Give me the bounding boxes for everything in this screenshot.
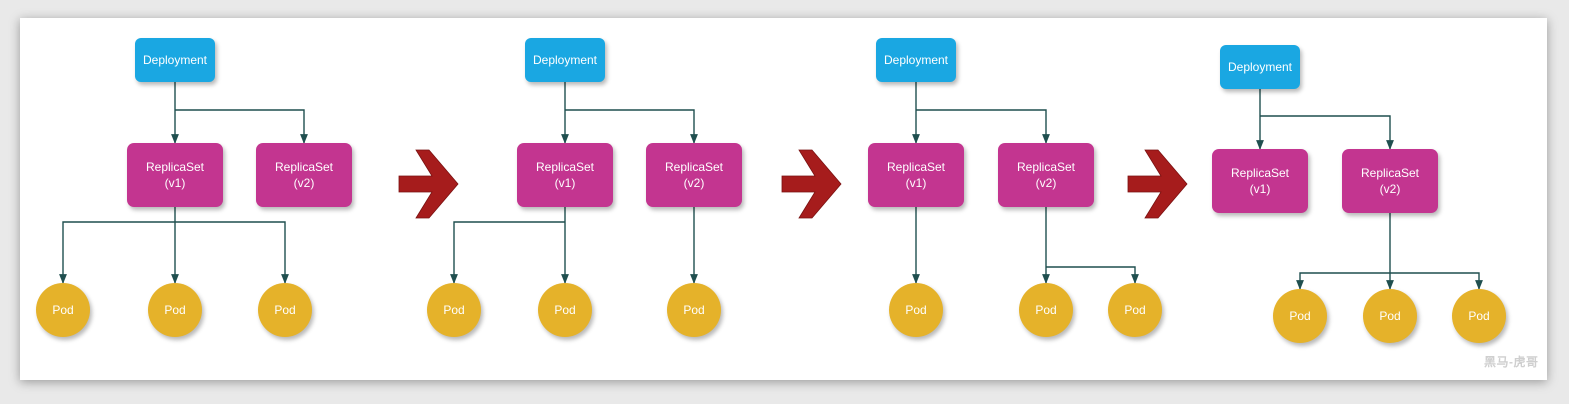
- connector: [175, 221, 289, 284]
- node-label: Deployment: [1227, 60, 1293, 74]
- version-label: (v2): [1379, 182, 1401, 196]
- node-label: ReplicaSet: [145, 160, 205, 174]
- node-label: Pod: [274, 303, 296, 317]
- replicaset-v1-node: ReplicaSet (v1): [517, 143, 613, 207]
- version-label: (v1): [554, 176, 576, 190]
- deployment-node: Deployment: [1220, 45, 1300, 89]
- version-label: (v2): [293, 176, 315, 190]
- pod-node: Pod: [258, 283, 312, 337]
- node-label: Pod: [1124, 303, 1146, 317]
- replicaset-v2-node: ReplicaSet (v2): [998, 143, 1094, 207]
- pod-node: Pod: [1452, 289, 1506, 343]
- node-label: ReplicaSet: [535, 160, 595, 174]
- pod-node: Pod: [1363, 289, 1417, 343]
- replicaset-v1-node: ReplicaSet (v1): [127, 143, 223, 207]
- pod-node: Pod: [148, 283, 202, 337]
- replicaset-v1-node: ReplicaSet (v1): [868, 143, 964, 207]
- version-label: (v1): [164, 176, 186, 190]
- node-label: Pod: [52, 303, 74, 317]
- node-label: Pod: [905, 303, 927, 317]
- replicaset-v2-node: ReplicaSet (v2): [256, 143, 352, 207]
- node-label: ReplicaSet: [1230, 166, 1290, 180]
- pod-node: Pod: [427, 283, 481, 337]
- pod-node: Pod: [1108, 283, 1162, 337]
- connector: [175, 109, 308, 144]
- deployment-node: Deployment: [876, 38, 956, 82]
- deployment-node: Deployment: [135, 38, 215, 82]
- connector: [1046, 266, 1139, 284]
- node-label: Pod: [1035, 303, 1057, 317]
- node-label: Pod: [1289, 309, 1311, 323]
- connector: [1390, 272, 1483, 290]
- node-label: Deployment: [532, 53, 598, 67]
- version-label: (v1): [905, 176, 927, 190]
- node-label: ReplicaSet: [886, 160, 946, 174]
- node-label: Deployment: [883, 53, 949, 67]
- chevron-right-arrow-icon: [1127, 149, 1188, 219]
- pod-node: Pod: [36, 283, 90, 337]
- pod-node: Pod: [889, 283, 943, 337]
- node-label: ReplicaSet: [274, 160, 334, 174]
- pod-node: Pod: [1273, 289, 1327, 343]
- node-label: Deployment: [142, 53, 208, 67]
- replicaset-v2-node: ReplicaSet (v2): [1342, 149, 1438, 213]
- connector: [59, 221, 175, 284]
- node-label: ReplicaSet: [1360, 166, 1420, 180]
- replicaset-v1-node: ReplicaSet (v1): [1212, 149, 1308, 213]
- pod-node: Pod: [667, 283, 721, 337]
- deployment-node: Deployment: [525, 38, 605, 82]
- node-label: Pod: [443, 303, 465, 317]
- watermark: 黑马-虎哥: [1484, 355, 1539, 369]
- pod-node: Pod: [538, 283, 592, 337]
- chevron-right-arrow-icon: [398, 149, 459, 219]
- chevron-right-arrow-icon: [781, 149, 842, 219]
- node-label: Pod: [554, 303, 576, 317]
- node-label: Pod: [1379, 309, 1401, 323]
- connector: [1296, 272, 1390, 290]
- pod-node: Pod: [1019, 283, 1073, 337]
- connector: [565, 109, 698, 144]
- version-label: (v2): [1035, 176, 1057, 190]
- version-label: (v2): [683, 176, 705, 190]
- replicaset-v2-node: ReplicaSet (v2): [646, 143, 742, 207]
- node-label: Pod: [164, 303, 186, 317]
- connector: [1260, 115, 1394, 150]
- connector: [450, 221, 565, 284]
- node-label: ReplicaSet: [664, 160, 724, 174]
- connector: [916, 109, 1050, 144]
- node-label: Pod: [683, 303, 705, 317]
- node-label: ReplicaSet: [1016, 160, 1076, 174]
- version-label: (v1): [1249, 182, 1271, 196]
- node-label: Pod: [1468, 309, 1490, 323]
